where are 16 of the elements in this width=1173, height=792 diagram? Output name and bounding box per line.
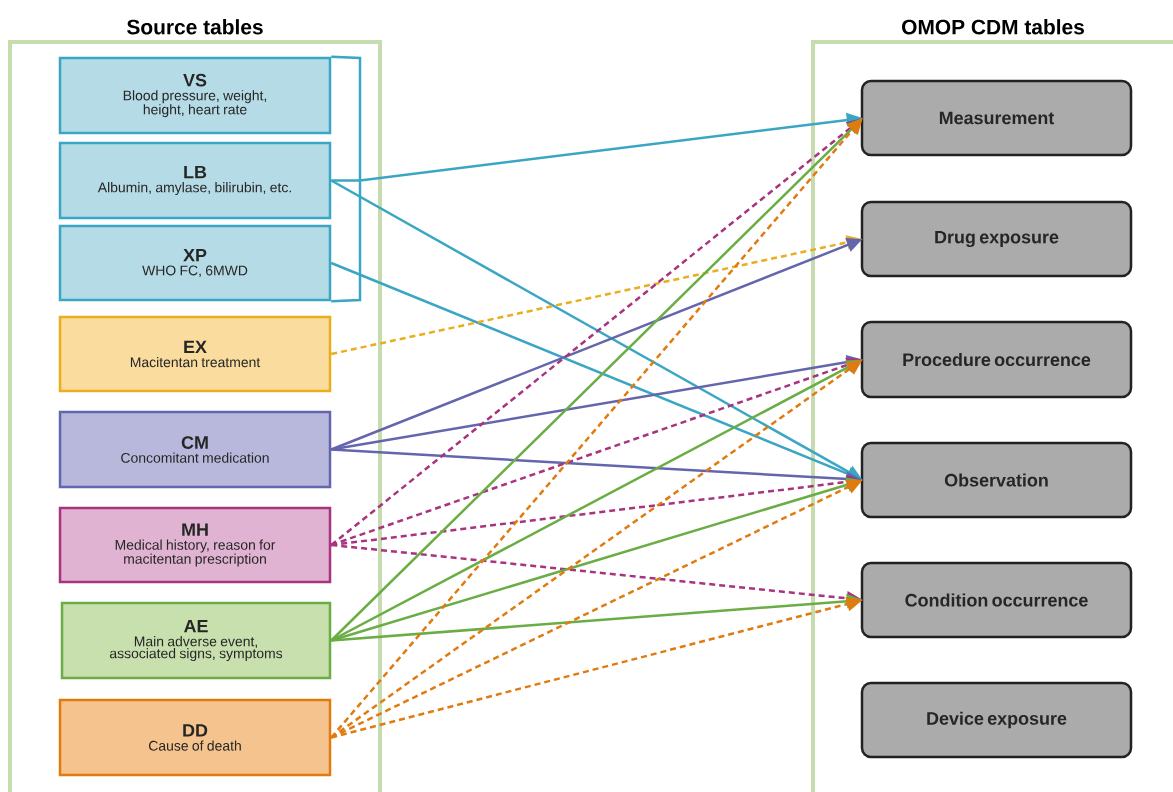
panel-title: Source tables	[127, 19, 263, 35]
table-box: VS Blood pressure, weight, height, heart rate	[58, 56, 332, 135]
table-box: Condition occurrence	[860, 561, 1133, 639]
table-box: Measurement	[860, 79, 1133, 157]
table-box: Drug exposure	[860, 200, 1133, 278]
table-box: EX Macitentan treatment	[58, 315, 332, 393]
table-box: XP WHO FC, 6MWD	[58, 224, 332, 302]
table-box: Procedure occurrence	[860, 320, 1133, 399]
table-box: Device exposure	[860, 681, 1133, 759]
table-box: Observation	[860, 441, 1133, 519]
table-box: DD Cause of death	[58, 698, 332, 777]
table-box: MH Medical history, reason for macitentan prescription	[58, 506, 332, 584]
panel-title: OMOP CDM tables	[902, 19, 1084, 35]
table-box: CM Concomitant medication	[58, 410, 332, 489]
table-box: AE Main adverse event, associated signs, symptoms	[60, 601, 332, 680]
table-box: LB Albumin, amylase, bilirubin, etc.	[58, 141, 332, 220]
